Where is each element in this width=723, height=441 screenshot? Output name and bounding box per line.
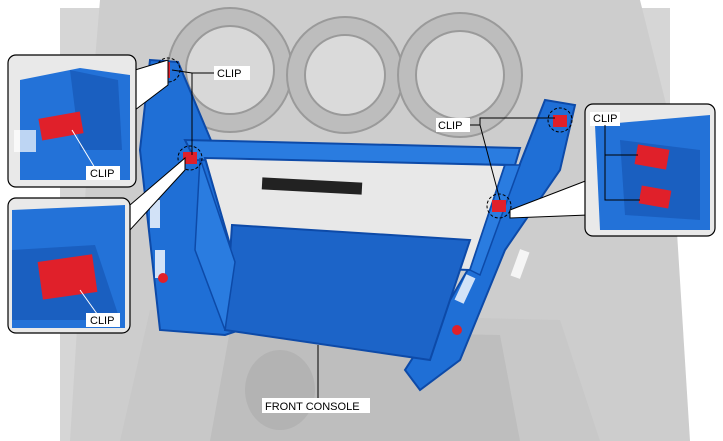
inset-top-left: CLIP (7, 54, 169, 188)
clip-label-inset-right: CLIP (593, 113, 617, 125)
clip-label-top-center: CLIP (217, 68, 241, 80)
callouts (171, 69, 555, 398)
inset-right: CLIP (509, 103, 716, 237)
clip-label-bg-right (436, 118, 470, 132)
air-vents (167, 7, 523, 138)
front-console-label-bg (262, 398, 370, 413)
clip-label-bg-top (214, 66, 250, 80)
front-console-label: FRONT CONSOLE (265, 401, 360, 413)
inset-bottom-left: CLIP (7, 156, 186, 334)
clip-label-right: CLIP (438, 120, 462, 132)
clip-label-inset-top-left: CLIP (90, 168, 114, 180)
front-console-panel (138, 58, 577, 392)
clip-label-inset-bottom-left: CLIP (90, 315, 114, 327)
